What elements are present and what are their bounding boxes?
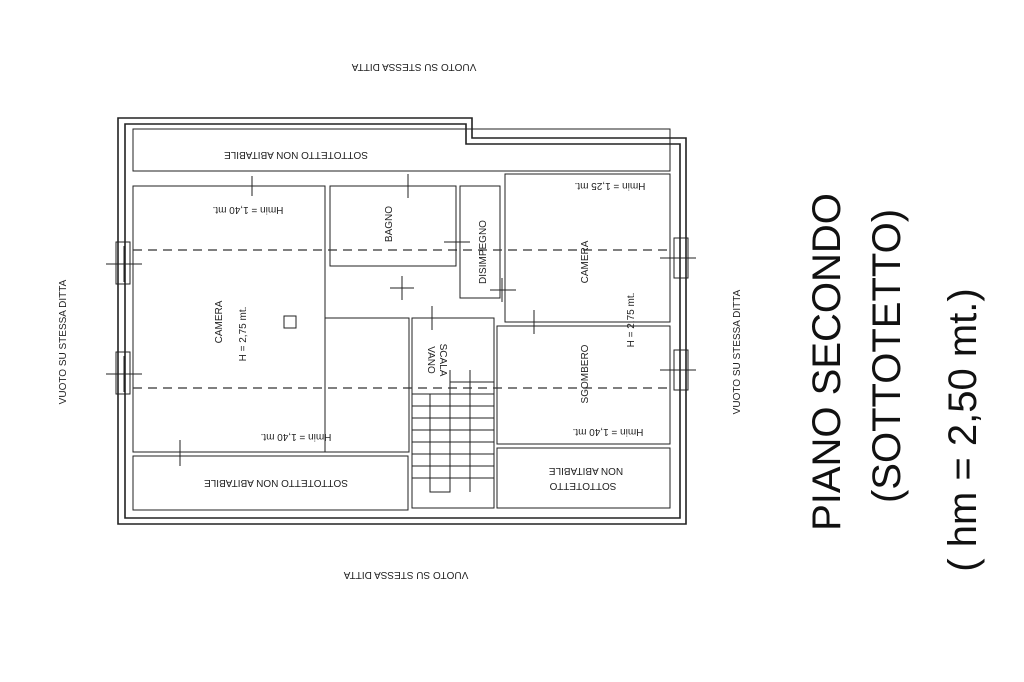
label-camera-right: CAMERA	[580, 240, 591, 283]
window-left-lower	[106, 351, 142, 395]
label-sottotetto-bottom-right-1: SOTTOTETTO	[549, 480, 616, 491]
inner-wall	[124, 123, 681, 519]
label-left-surroundings: VUOTO SU STESSA DITTA	[58, 279, 69, 404]
title-line1: PIANO SECONDO	[805, 193, 849, 531]
label-hmin-right-top: Hmin = 1,25 mt.	[575, 180, 646, 191]
title-line3: ( hm = 2,50 mt.)	[941, 288, 985, 571]
label-disimpegno: DISIMPEGNO	[478, 220, 489, 284]
sottotetto-top-room	[132, 128, 671, 172]
window-right-lower	[660, 349, 696, 391]
label-top-surroundings: VUOTO SU STESSA DITTA	[351, 61, 476, 72]
label-right-surroundings: VUOTO SU STESSA DITTA	[732, 289, 743, 414]
window-left-upper	[106, 241, 142, 285]
label-sottotetto-bottom-right-2: NON ABITABILE	[549, 465, 624, 476]
stair-treads	[412, 370, 494, 493]
title-line2: (SOTTOTETTO)	[865, 209, 909, 503]
label-camera-left-height: H = 2,75 mt.	[238, 307, 249, 362]
label-vano-scala-2: SCALA	[437, 344, 448, 377]
label-bottom-surroundings: VUOTO SU STESSA DITTA	[343, 569, 468, 580]
sottotetto-bottom-left-room	[132, 455, 409, 511]
label-right-height: H = 2,75 mt.	[626, 293, 637, 348]
label-hmin-right-bottom: Hmin = 1,40 mt.	[573, 426, 644, 437]
label-sottotetto-top: SOTTOTETTO NON ABITABILE	[224, 149, 368, 160]
sottotetto-bottom-right-room	[496, 447, 671, 509]
label-camera-left: CAMERA	[214, 300, 225, 343]
label-bagno: BAGNO	[384, 206, 395, 242]
door-markers	[166, 174, 546, 466]
outer-wall	[117, 117, 687, 525]
label-vano-scala-1: VANO	[425, 346, 436, 374]
label-hmin-left-top: Hmin = 1,40 mt.	[213, 204, 284, 215]
camera-right-room	[504, 173, 671, 323]
label-sgombero: SGOMBERO	[580, 344, 591, 403]
window-right-upper	[660, 237, 696, 279]
vano-scala-room	[411, 317, 495, 509]
label-sottotetto-bottom-left: SOTTOTETTO NON ABITABILE	[204, 477, 348, 488]
bagno-room	[329, 185, 457, 267]
label-hmin-left-bottom: Hmin = 1,40 mt.	[261, 431, 332, 442]
camera-left-extension	[324, 317, 410, 453]
sgombero-room	[496, 325, 671, 445]
chimney-marker	[283, 315, 297, 329]
